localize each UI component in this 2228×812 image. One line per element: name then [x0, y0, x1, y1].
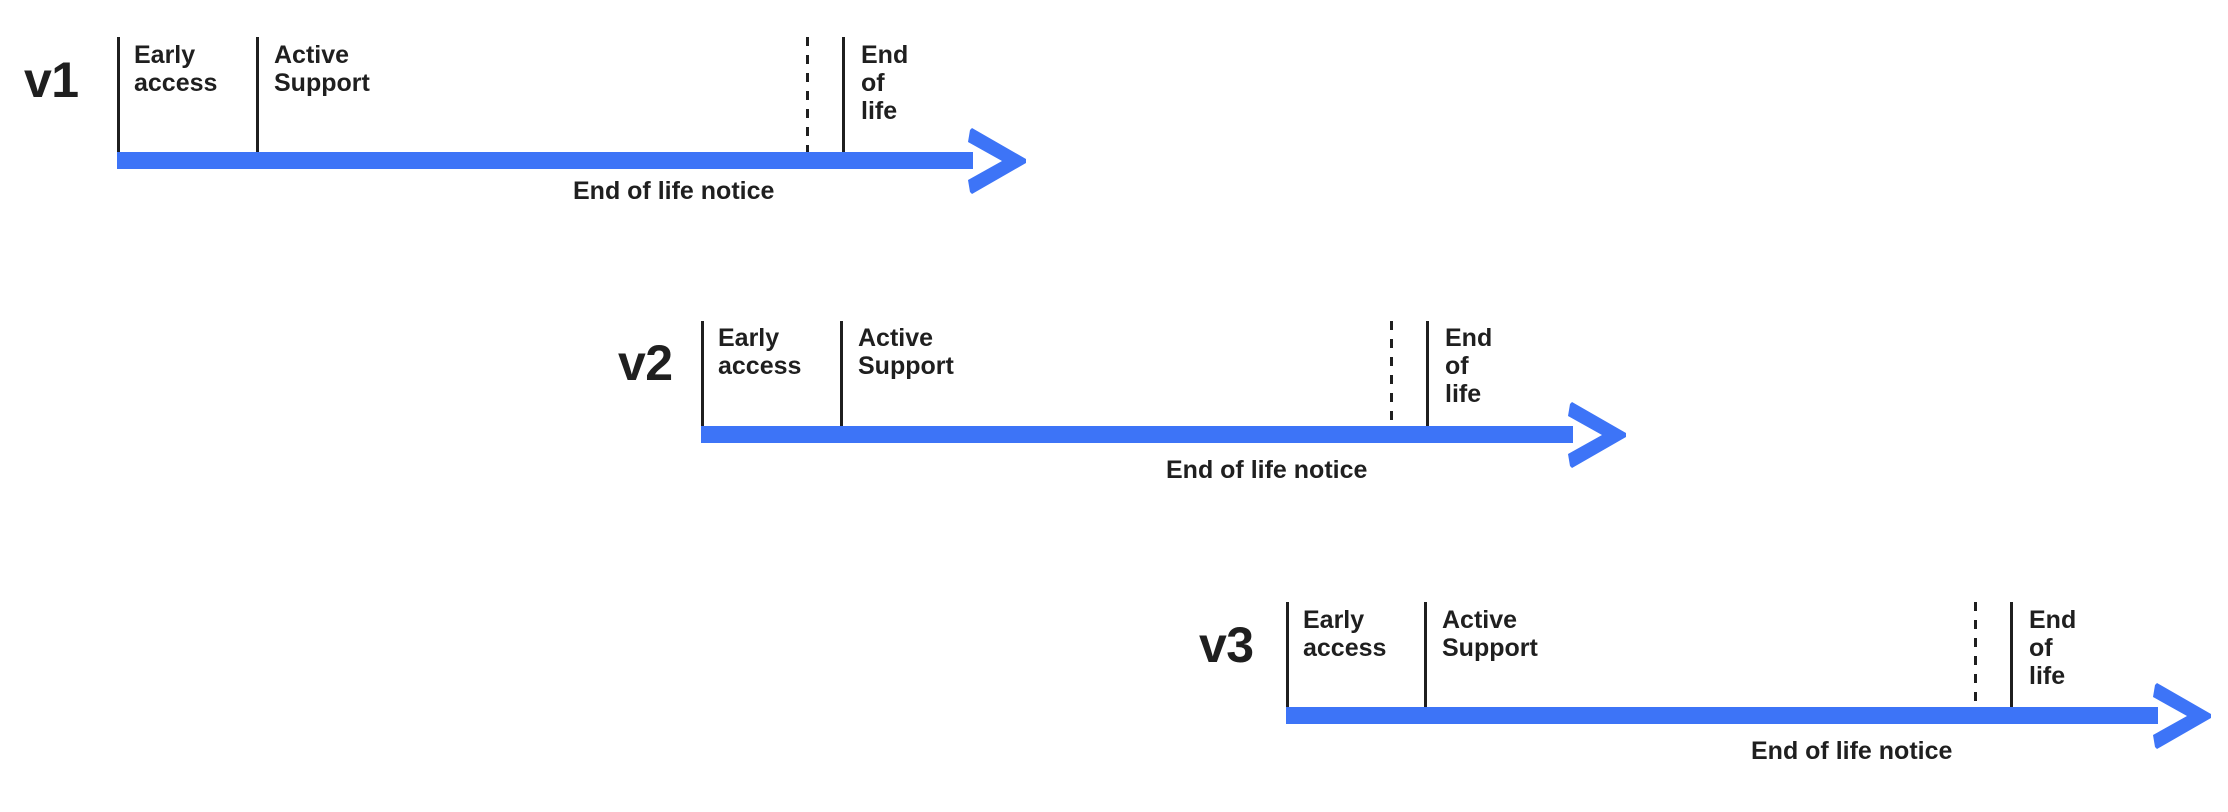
timeline-arrow-bar-v3 [1286, 707, 2158, 724]
phase-label-early-access-v1: Early access [134, 41, 218, 97]
divider-active-support-start-v3 [1424, 602, 1427, 718]
divider-early-access-start-v1 [117, 37, 120, 153]
divider-end-of-life-notice-v1 [806, 37, 809, 153]
phase-label-active-support-v3: Active Support [1442, 606, 1538, 662]
timeline-arrow-bar-v2 [701, 426, 1573, 443]
notice-label-v3: End of life notice [1751, 737, 1953, 765]
timeline-arrow-head-v2 [1568, 402, 1626, 468]
version-label-v1: v1 [24, 52, 79, 108]
timeline-arrow-head-v3 [2153, 683, 2211, 749]
divider-end-of-life-notice-v3 [1974, 602, 1977, 718]
timeline-arrow-bar-v1 [117, 152, 973, 169]
notice-label-v1: End of life notice [573, 177, 775, 205]
phase-label-end-of-life-v2: End of life [1445, 324, 1493, 408]
phase-label-active-support-v2: Active Support [858, 324, 954, 380]
phase-label-end-of-life-v1: End of life [861, 41, 909, 125]
divider-active-support-start-v1 [256, 37, 259, 153]
divider-end-of-life-start-v1 [842, 37, 845, 153]
divider-end-of-life-start-v3 [2010, 602, 2013, 718]
divider-end-of-life-start-v2 [1426, 321, 1429, 437]
divider-end-of-life-notice-v2 [1390, 321, 1393, 437]
notice-label-v2: End of life notice [1166, 456, 1368, 484]
phase-label-early-access-v2: Early access [718, 324, 802, 380]
phase-label-end-of-life-v3: End of life [2029, 606, 2077, 690]
divider-early-access-start-v3 [1286, 602, 1289, 718]
phase-label-active-support-v1: Active Support [274, 41, 370, 97]
divider-active-support-start-v2 [840, 321, 843, 437]
version-label-v3: v3 [1199, 617, 1254, 673]
timeline-arrow-head-v1 [968, 128, 1026, 194]
phase-label-early-access-v3: Early access [1303, 606, 1387, 662]
divider-early-access-start-v2 [701, 321, 704, 437]
version-label-v2: v2 [618, 335, 673, 391]
